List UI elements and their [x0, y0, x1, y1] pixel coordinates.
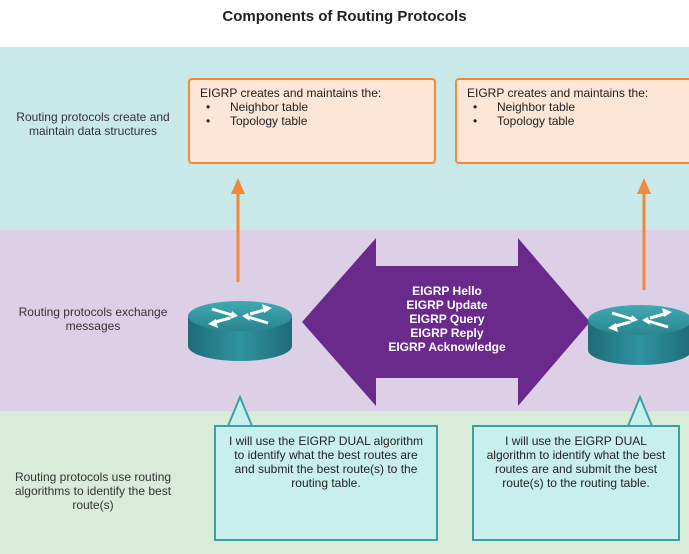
tables-box-item: Neighbor table — [206, 100, 424, 114]
message-list: EIGRP Hello EIGRP Update EIGRP Query EIG… — [352, 284, 542, 354]
router-icon-right — [588, 305, 689, 365]
message-item: EIGRP Hello — [412, 284, 482, 298]
router-icon-left — [188, 301, 292, 361]
message-item: EIGRP Update — [406, 298, 488, 312]
row-label-data-structures: Routing protocols create and maintain da… — [16, 110, 170, 138]
diagram-title: Components of Routing Protocols — [222, 8, 467, 25]
tables-box-item: Neighbor table — [473, 100, 679, 114]
tables-box-left: EIGRP creates and maintains the: Neighbo… — [188, 78, 436, 164]
tables-box-right: EIGRP creates and maintains the: Neighbo… — [455, 78, 689, 164]
message-item: EIGRP Acknowledge — [388, 340, 506, 354]
orange-arrow-left — [231, 178, 245, 282]
orange-arrow-right — [637, 178, 651, 290]
tables-box-intro: EIGRP creates and maintains the: — [467, 86, 649, 100]
message-item: EIGRP Query — [409, 312, 485, 326]
message-item: EIGRP Reply — [410, 326, 484, 340]
row-label-algorithms: Routing protocols use routing algorithms… — [14, 470, 172, 512]
tables-box-intro: EIGRP creates and maintains the: — [200, 86, 382, 100]
callout-box-right: I will use the EIGRP DUAL algorithm to i… — [472, 425, 680, 541]
tables-box-item: Topology table — [206, 114, 424, 128]
row-label-messages: Routing protocols exchange messages — [18, 305, 168, 333]
callout-box-left: I will use the EIGRP DUAL algorithm to i… — [214, 425, 438, 541]
tables-box-item: Topology table — [473, 114, 679, 128]
message-exchange-arrow — [302, 238, 590, 406]
